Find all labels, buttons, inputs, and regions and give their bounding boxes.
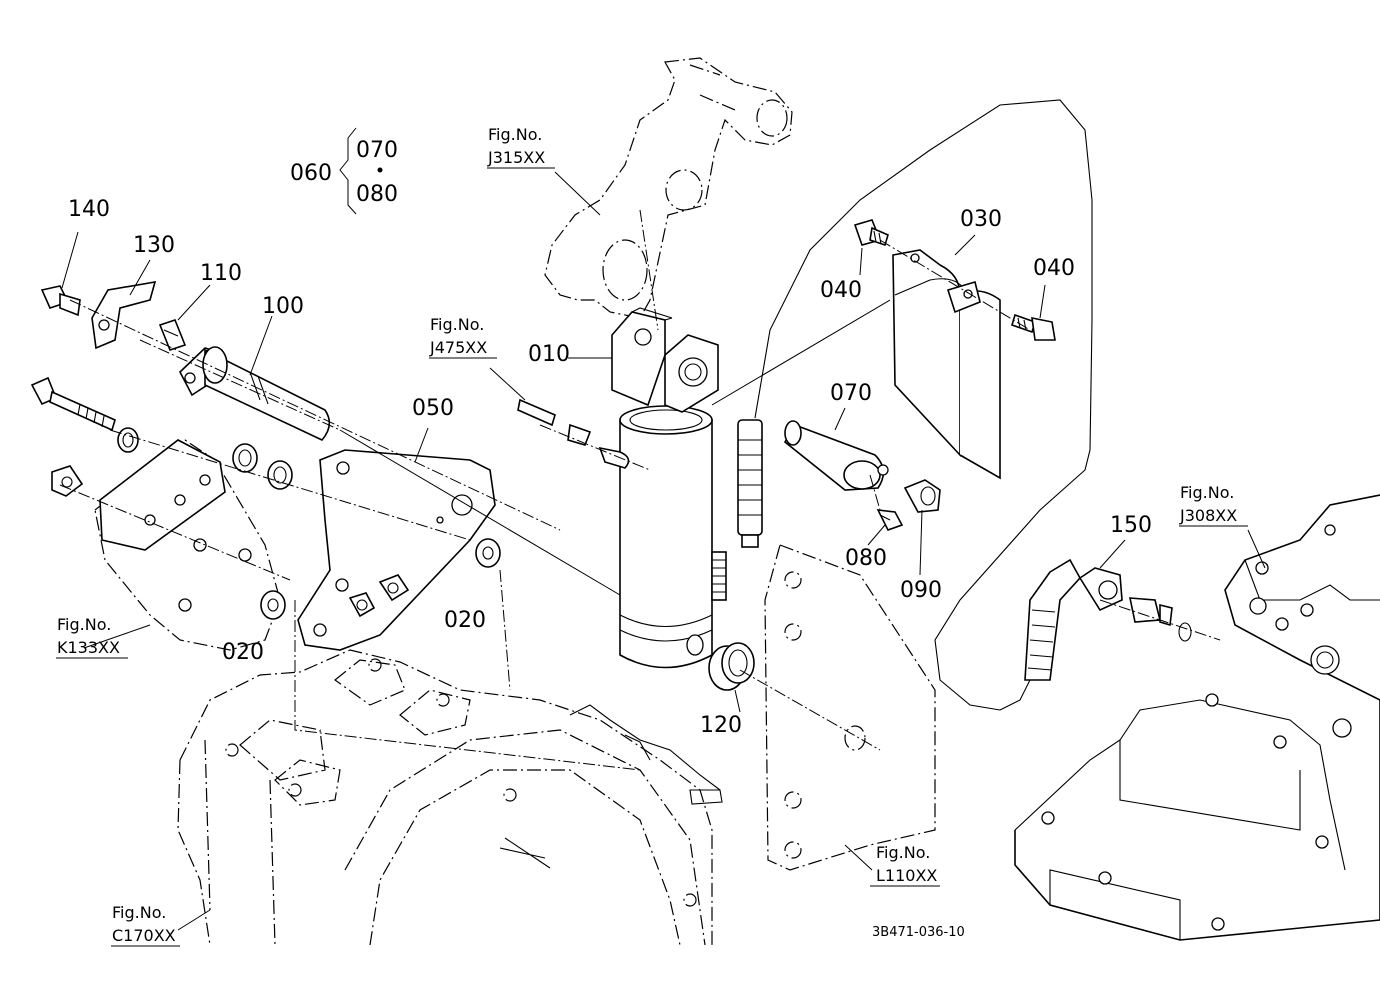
svg-text:Fig.No.: Fig.No.: [876, 843, 930, 862]
pin-110: [158, 319, 187, 351]
fitting-080: [876, 509, 904, 531]
washer-020-right: [475, 538, 501, 568]
fig-ref-k133: Fig.No. K133XX: [56, 615, 128, 659]
label-040-right: 040: [1033, 256, 1075, 281]
svg-text:C170XX: C170XX: [112, 926, 176, 945]
fig-ref-c170: Fig.No. C170XX: [111, 903, 180, 947]
label-080: 080: [845, 546, 887, 571]
label-050: 050: [412, 396, 454, 421]
pin-100: [179, 346, 331, 441]
svg-text:Fig.No.: Fig.No.: [430, 315, 484, 334]
svg-text:Fig.No.: Fig.No.: [488, 125, 542, 144]
control-valve-block: [1014, 494, 1380, 941]
label-060-sub-080: 080: [356, 182, 398, 207]
bolt-040-upper: [853, 219, 889, 247]
label-130: 130: [133, 233, 175, 258]
hydraulic-cylinder: [611, 307, 727, 669]
label-leaders: [61, 171, 1266, 931]
svg-text:L110XX: L110XX: [876, 866, 937, 885]
svg-text:J475XX: J475XX: [429, 338, 487, 357]
label-060-sub-070: 070: [356, 138, 398, 163]
label-030: 030: [960, 207, 1002, 232]
label-090: 090: [900, 578, 942, 603]
washer-020-left: [260, 590, 286, 620]
hose-assembly-150: [1024, 558, 1192, 681]
label-040-left: 040: [820, 278, 862, 303]
small-fitting-j475: [517, 398, 630, 469]
pin-070: [783, 420, 889, 491]
label-110: 110: [200, 261, 242, 286]
label-010: 010: [528, 342, 570, 367]
fig-ref-l110: Fig.No. L110XX: [870, 843, 940, 887]
label-100: 100: [262, 294, 304, 319]
bushing-120: [708, 642, 755, 691]
assembly-centre-lines: [59, 209, 1221, 771]
label-020-left: 020: [222, 640, 264, 665]
drawing-code: 3B471-036-10: [872, 925, 965, 940]
clip-130: [91, 280, 157, 350]
svg-text:Fig.No.: Fig.No.: [57, 615, 111, 634]
label-070: 070: [830, 381, 872, 406]
cover-plate-030: [892, 249, 1001, 480]
svg-text:Fig.No.: Fig.No.: [1180, 483, 1234, 502]
svg-text:K133XX: K133XX: [57, 638, 120, 657]
label-120: 120: [700, 713, 742, 738]
svg-text:Fig.No.: Fig.No.: [112, 903, 166, 922]
label-020-right: 020: [444, 608, 486, 633]
fitting-090: [903, 479, 941, 513]
bolt-040-right: [1011, 313, 1056, 341]
mounting-block: [99, 439, 252, 612]
bolt-140: [40, 285, 81, 317]
label-140: 140: [68, 197, 110, 222]
label-060: 060: [290, 161, 332, 186]
bracket-050: [297, 449, 496, 651]
transmission-case-phantom: [177, 649, 723, 946]
washers-left: [51, 427, 293, 497]
fig-ref-j308: Fig.No. J308XX: [1179, 483, 1248, 527]
lift-arm-phantom: [544, 57, 793, 319]
bracket-plate-phantom: [764, 544, 936, 871]
group-bracket-060: [339, 127, 357, 215]
svg-text:J315XX: J315XX: [487, 148, 545, 167]
fig-ref-j315: Fig.No. J315XX: [487, 125, 555, 169]
svg-text:J308XX: J308XX: [1179, 506, 1237, 525]
label-150: 150: [1110, 513, 1152, 538]
pressure-hose: [737, 99, 1093, 711]
long-bolt: [30, 376, 116, 432]
group-dot-060: [377, 167, 383, 173]
fig-ref-j475: Fig.No. J475XX: [429, 315, 497, 359]
